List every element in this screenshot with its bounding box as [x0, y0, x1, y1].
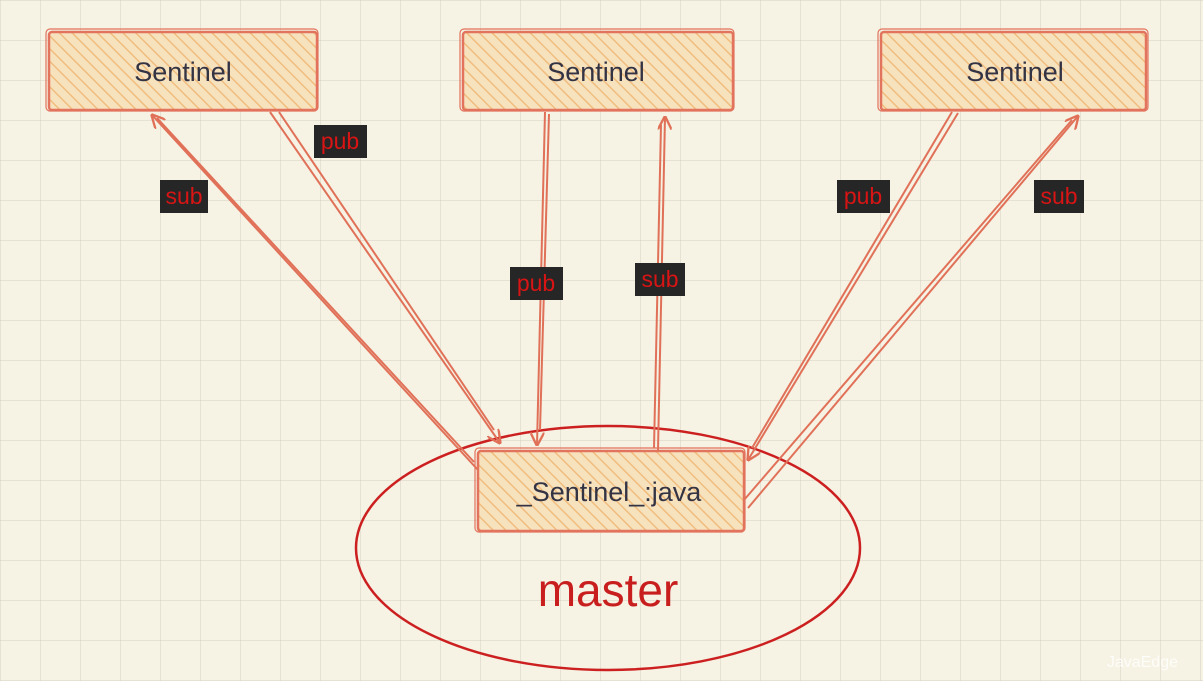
tag-left-sub: sub — [160, 180, 208, 213]
tag-left-pub-text: pub — [321, 128, 359, 154]
tag-right-pub: pub — [837, 180, 890, 213]
master-ellipse — [354, 424, 862, 672]
edge-right-pub-stroke2 — [751, 111, 953, 449]
sentinel-node-left: Sentinel — [45, 28, 319, 112]
edge-right-sub-stroke2 — [743, 119, 1073, 501]
edge-right-sub — [747, 116, 1078, 509]
sentinel-node-right: Sentinel — [877, 28, 1149, 112]
edges — [152, 111, 1078, 509]
tag-middle-pub: pub — [510, 267, 563, 300]
edge-left-sub-stroke2 — [156, 117, 475, 463]
edge-right-pub — [748, 112, 959, 460]
master-label: master — [538, 564, 679, 616]
channel-node: _Sentinel_:java — [474, 447, 746, 533]
tag-middle-sub: sub — [635, 263, 685, 296]
tag-middle-pub-text: pub — [517, 270, 555, 296]
tag-right-sub-text: sub — [1040, 183, 1077, 209]
channel-label: _Sentinel_:java — [516, 477, 703, 507]
edge-left-sub — [152, 115, 479, 471]
tag-right-sub: sub — [1034, 180, 1084, 213]
sentinel-middle-label: Sentinel — [547, 57, 645, 87]
watermark: JavaEdge — [1107, 654, 1178, 671]
tag-left-pub: pub — [314, 125, 367, 158]
tag-middle-sub-text: sub — [641, 266, 678, 292]
sentinel-left-label: Sentinel — [134, 57, 232, 87]
sentinel-node-middle: Sentinel — [459, 28, 735, 112]
edge-left-pub — [269, 111, 500, 443]
sentinel-right-label: Sentinel — [966, 57, 1064, 87]
edge-left-pub-stroke2 — [278, 111, 495, 431]
tag-right-pub-text: pub — [844, 183, 882, 209]
tag-left-sub-text: sub — [165, 183, 202, 209]
